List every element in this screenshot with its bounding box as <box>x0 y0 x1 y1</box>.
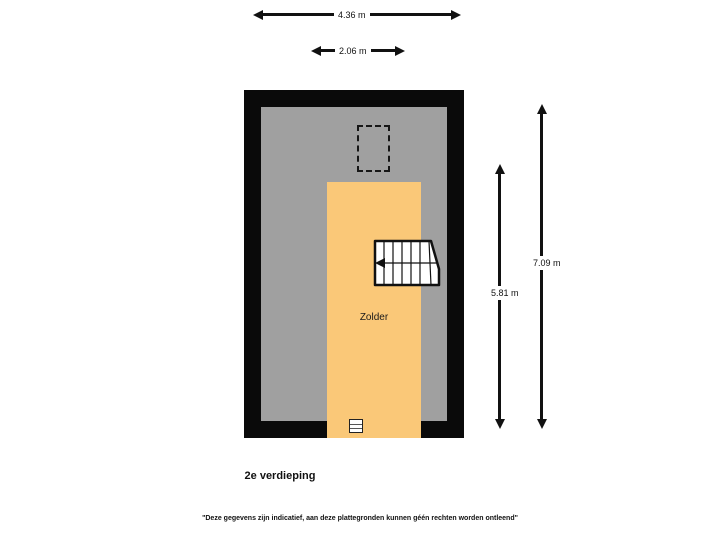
arrow-left-icon <box>253 9 263 20</box>
dimension-label-top-outer: 4.36 m <box>334 8 370 22</box>
arrow-down-icon <box>494 419 505 429</box>
arrow-right-icon <box>395 45 405 56</box>
sloped-roof-area: Zolder <box>261 107 447 438</box>
page-title: 2e verdieping <box>244 470 316 482</box>
arrow-up-icon <box>536 104 547 114</box>
arrow-down-icon <box>536 419 547 429</box>
window-pane-line <box>350 428 362 429</box>
room-zolder <box>327 182 421 438</box>
dormer-icon <box>357 125 390 172</box>
arrow-right-icon <box>451 9 461 20</box>
arrow-up-icon <box>494 164 505 174</box>
staircase-icon <box>373 239 441 287</box>
dimension-label-right-outer: 7.09 m <box>529 256 565 270</box>
arrow-left-icon <box>311 45 321 56</box>
dimension-label-right-inner: 5.81 m <box>487 286 523 300</box>
dimension-label-top-inner: 2.06 m <box>335 44 371 58</box>
window-pane-line <box>350 424 362 425</box>
bottom-wall-window-icon <box>349 419 363 433</box>
room-label-zolder: Zolder <box>359 312 389 323</box>
floorplan-outline: Zolder <box>244 90 464 438</box>
disclaimer-text: "Deze gegevens zijn indicatief, aan deze… <box>202 515 518 522</box>
